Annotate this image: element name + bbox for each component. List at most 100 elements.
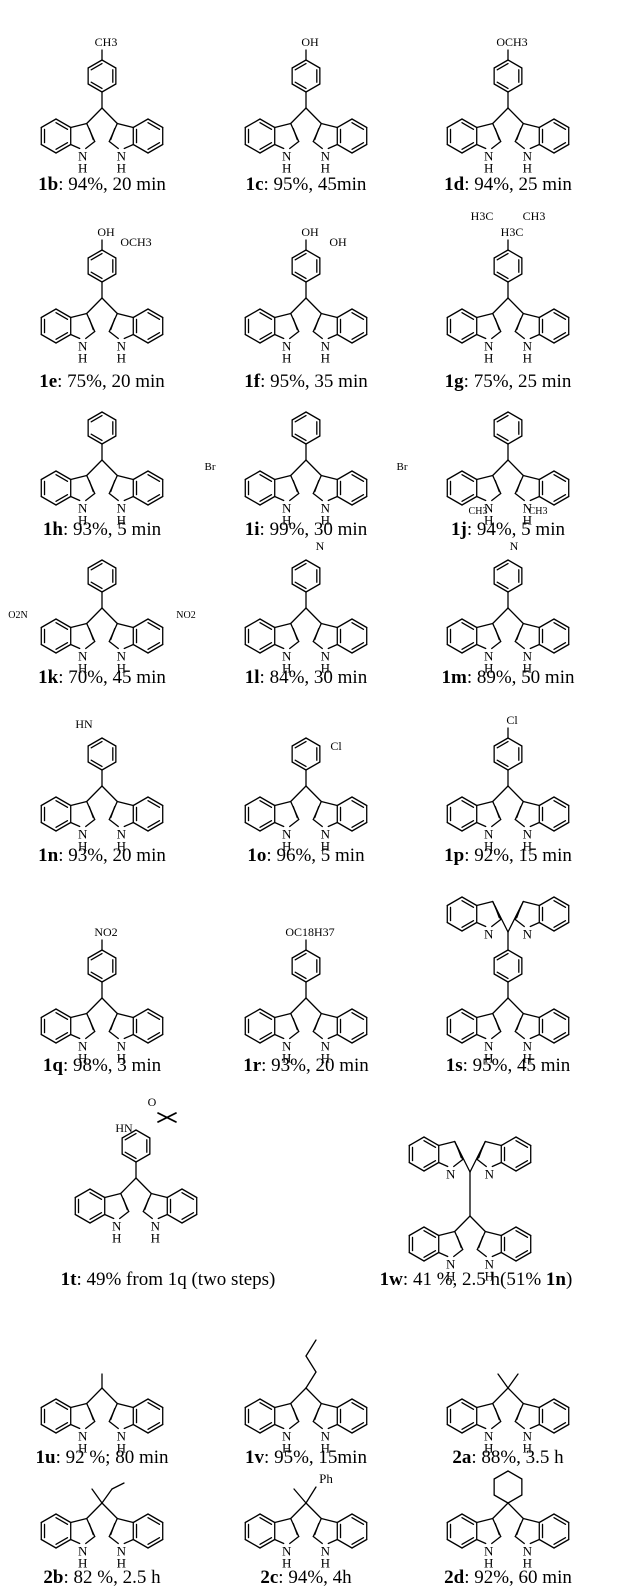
caption-text: :	[463, 371, 474, 392]
caption-text: :	[464, 174, 475, 195]
substituent-label: OH	[301, 35, 319, 49]
compound-id: 1n	[38, 845, 59, 866]
indole-hydrogen: H	[321, 661, 330, 676]
indole-nitrogen: N	[523, 1544, 533, 1559]
compound-caption-2d: 2d: 92%, 60 min	[444, 1568, 572, 1587]
indole-nitrogen: N	[321, 1429, 331, 1444]
compound-id: 1t	[60, 1269, 77, 1290]
indole-hydrogen: H	[484, 661, 493, 676]
indole-nitrogen: N	[484, 827, 494, 842]
caption-result: 75%, 20 min	[67, 371, 165, 392]
caption-text: :	[55, 1447, 66, 1468]
caption-result: 93%, 5 min	[72, 519, 162, 540]
substituent-label: NO2	[94, 925, 117, 939]
carbonyl-label: O	[148, 1095, 157, 1109]
indole-hydrogen: H	[282, 1556, 291, 1571]
indole-hydrogen: H	[484, 1441, 493, 1456]
indole-hydrogen: H	[321, 161, 330, 176]
caption-result: 96%, 5 min	[276, 845, 365, 866]
caption-ref: 1n	[545, 1269, 566, 1290]
caption-result: 82 %, 2.5 h	[73, 1567, 161, 1588]
compound-id: 2c	[260, 1567, 279, 1588]
caption-result: 95%, 15min	[274, 1447, 367, 1468]
indole-nitrogen: N	[321, 649, 331, 664]
methyl-label: CH3	[469, 506, 488, 517]
pyridine-nitrogen: N	[316, 539, 325, 553]
caption-result: 95%, 35 min	[270, 371, 368, 392]
indole-nitrogen: N	[484, 501, 494, 516]
indole-nitrogen: N	[523, 339, 533, 354]
indole-hydrogen: H	[117, 1441, 126, 1456]
compound-caption-1t: 1t: 49% from 1q (two steps)	[61, 1270, 276, 1289]
indole-nitrogen: N	[484, 649, 494, 664]
indole-hydrogen: H	[523, 1556, 532, 1571]
indole-hydrogen: H	[523, 513, 532, 528]
compound-id: 1h	[42, 519, 63, 540]
indole-hydrogen: H	[78, 839, 87, 854]
caption-result: 41 %, 2.5 h(51%	[412, 1269, 546, 1290]
compound-id: 1g	[444, 371, 464, 392]
caption-text: :	[464, 1567, 475, 1588]
caption-result: 70%, 45 min	[68, 667, 166, 688]
caption-text: :	[261, 1055, 272, 1076]
indole-nitrogen: N	[117, 501, 127, 516]
caption-result: 75%, 25 min	[473, 371, 572, 392]
compound-caption-2a: 2a: 88%, 3.5 h	[452, 1448, 563, 1467]
caption-text: :	[464, 845, 475, 866]
compound-id: 1l	[244, 667, 260, 688]
indole-hydrogen: H	[523, 1051, 532, 1066]
dimethyl-label: CH3	[523, 209, 546, 223]
caption-result: 94%, 20 min	[68, 174, 166, 195]
caption-text: :	[62, 519, 73, 540]
compound-caption-1n: 1n: 93%, 20 min	[38, 846, 166, 865]
compound-caption-1u: 1u: 92 %; 80 min	[35, 1448, 168, 1467]
indole-nitrogen: N	[321, 1544, 331, 1559]
compound-caption-1w: 1w: 41 %, 2.5 h(51% 1n)	[380, 1270, 573, 1289]
caption-text: :	[471, 1447, 482, 1468]
compound-caption-1d: 1d: 94%, 25 min	[444, 175, 572, 194]
compound-id: 1d	[444, 174, 465, 195]
indole-hydrogen: H	[282, 513, 291, 528]
caption-text: :	[62, 1055, 73, 1076]
substituent-label: OCH3	[496, 35, 527, 49]
compound-caption-1h: 1h: 93%, 5 min	[43, 520, 161, 539]
caption-text: :	[58, 174, 69, 195]
indole-nitrogen: N	[282, 1544, 292, 1559]
caption-end: )	[566, 1269, 573, 1290]
caption-text: :	[266, 845, 277, 866]
compound-caption-1m: 1m: 89%, 50 min	[442, 668, 575, 687]
caption-text: :	[278, 1567, 289, 1588]
compound-caption-1r: 1r: 93%, 20 min	[243, 1056, 369, 1075]
compound-id: 2b	[43, 1567, 64, 1588]
indole-hydrogen: H	[78, 1051, 87, 1066]
nitro-label: O2N	[8, 610, 27, 621]
caption-result: 84%, 30 min	[269, 667, 368, 688]
substituent-label: H3C	[501, 225, 524, 239]
caption-result: 93%, 20 min	[68, 845, 166, 866]
caption-text: :	[57, 371, 68, 392]
indole-nitrogen: N	[282, 1429, 292, 1444]
compound-id: 1v	[245, 1447, 265, 1468]
indole-hydrogen: H	[78, 1441, 87, 1456]
indole-nitrogen: N	[523, 649, 533, 664]
indole-nitrogen: N	[117, 149, 127, 164]
compound-caption-1i: 1i: 99%, 30 min	[245, 520, 367, 539]
dimethyl-label: H3C	[471, 209, 494, 223]
caption-result: 92%, 15 min	[474, 845, 572, 866]
compound-id: 1e	[39, 371, 58, 392]
indole-nitrogen: N	[117, 827, 127, 842]
indole-hydrogen: H	[117, 839, 126, 854]
indole-nitrogen: N	[485, 1167, 495, 1182]
indole-hydrogen: H	[282, 1441, 291, 1456]
amide-nh-label: HN	[115, 1121, 133, 1135]
chloro-label: Cl	[330, 739, 342, 753]
